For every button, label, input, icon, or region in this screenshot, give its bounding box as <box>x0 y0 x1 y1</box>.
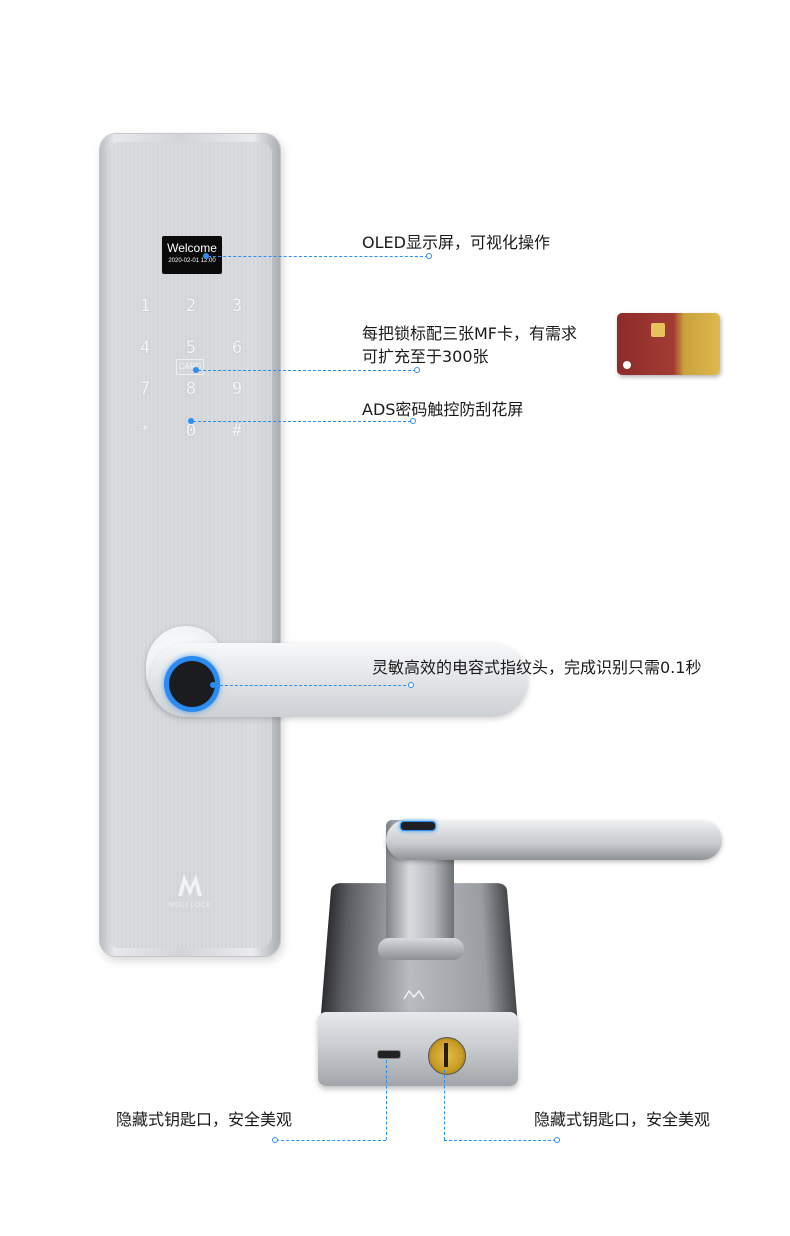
callout-line-fingerprint <box>215 685 411 686</box>
mf-card-image <box>617 313 720 375</box>
callout-mf-card-line1: 每把锁标配三张MF卡，有需求 <box>362 324 578 343</box>
callout-hidden-key-left: 隐藏式钥匙口，安全美观 <box>116 1110 293 1129</box>
callout-end-usb <box>272 1137 278 1143</box>
callout-ads: ADS密码触控防刮花屏 <box>362 400 524 419</box>
keypad-key-6[interactable]: 6 <box>231 338 243 358</box>
callout-end-keyhole <box>554 1137 560 1143</box>
keypad-key-4[interactable]: 4 <box>139 338 151 358</box>
callout-dot-fingerprint <box>210 682 216 688</box>
oled-screen: Welcome 2020-02-01 12:00 <box>162 236 222 274</box>
keypad-key-1[interactable]: 1 <box>139 296 151 316</box>
keypad-key-3[interactable]: 3 <box>231 296 243 316</box>
callout-fingerprint: 灵敏高效的电容式指纹头，完成识别只需0.1秒 <box>372 658 702 677</box>
moli-logo-icon <box>178 874 202 896</box>
callout-hline-keyhole <box>444 1140 556 1141</box>
keypad-key-star[interactable]: * <box>139 421 151 441</box>
keypad-key-9[interactable]: 9 <box>231 379 243 399</box>
callout-end-ads <box>410 418 416 424</box>
callout-line-ads <box>193 421 411 422</box>
screen-title: Welcome <box>167 241 217 255</box>
lock-panel-face <box>108 142 272 948</box>
fingerprint-sensor-pad[interactable] <box>169 661 215 707</box>
brand-name: MOLI LOCK <box>168 902 212 909</box>
keyhole-slot <box>444 1043 448 1067</box>
mortise-fingerprint-icon[interactable] <box>400 821 436 831</box>
mortise-front-plate <box>318 1012 518 1086</box>
usb-port-icon[interactable] <box>377 1050 401 1059</box>
keypad-key-8[interactable]: 8 <box>185 379 197 399</box>
keypad-key-2[interactable]: 2 <box>185 296 197 316</box>
callout-hline-usb <box>276 1140 386 1141</box>
mortise-door-handle[interactable] <box>386 820 722 860</box>
callout-mf-card-line2: 可扩充至于300张 <box>362 347 489 366</box>
keypad-key-5[interactable]: 5 <box>185 338 197 358</box>
callout-dot-mf <box>193 367 199 373</box>
callout-line-mf <box>198 370 416 371</box>
moli-logo-small-icon <box>403 990 425 1000</box>
callout-vline-keyhole <box>444 1070 445 1140</box>
card-reader-area[interactable]: CARD <box>176 359 204 375</box>
screen-datetime: 2020-02-01 12:00 <box>168 258 216 264</box>
keypad-key-7[interactable]: 7 <box>139 379 151 399</box>
callout-dot-ads <box>188 418 194 424</box>
callout-end-oled <box>426 253 432 259</box>
keypad-key-0[interactable]: 0 <box>185 421 197 441</box>
callout-oled: OLED显示屏，可视化操作 <box>362 233 550 252</box>
callout-end-fingerprint <box>408 682 414 688</box>
callout-dot-oled <box>203 253 209 259</box>
callout-end-mf <box>414 367 420 373</box>
mortise-handle-collar <box>378 938 464 960</box>
callout-hidden-key-right: 隐藏式钥匙口，安全美观 <box>534 1110 711 1129</box>
callout-line-oled <box>208 256 428 257</box>
callout-vline-usb <box>386 1060 387 1140</box>
keypad-key-hash[interactable]: # <box>231 421 243 441</box>
